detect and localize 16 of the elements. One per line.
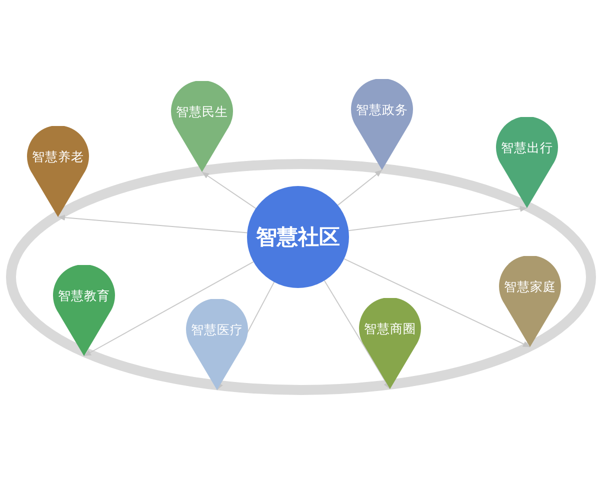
map-pin: 智慧出行 [495, 117, 559, 209]
arrow [202, 172, 256, 209]
arrow [344, 258, 530, 348]
map-pin: 智慧医疗 [185, 299, 249, 391]
map-pin: 智慧教育 [52, 265, 116, 357]
hub-circle: 智慧社区 [247, 186, 349, 288]
map-pin: 智慧民生 [170, 81, 234, 173]
map-pin: 智慧政务 [350, 79, 414, 171]
arrow [58, 214, 248, 234]
map-pin: 智慧家庭 [498, 256, 562, 348]
arrow [84, 261, 254, 356]
map-pin: 智慧养老 [26, 126, 90, 218]
arrow [337, 170, 382, 206]
arrow [324, 280, 390, 390]
arrow [348, 206, 528, 232]
map-pin: 智慧商圈 [358, 298, 422, 390]
